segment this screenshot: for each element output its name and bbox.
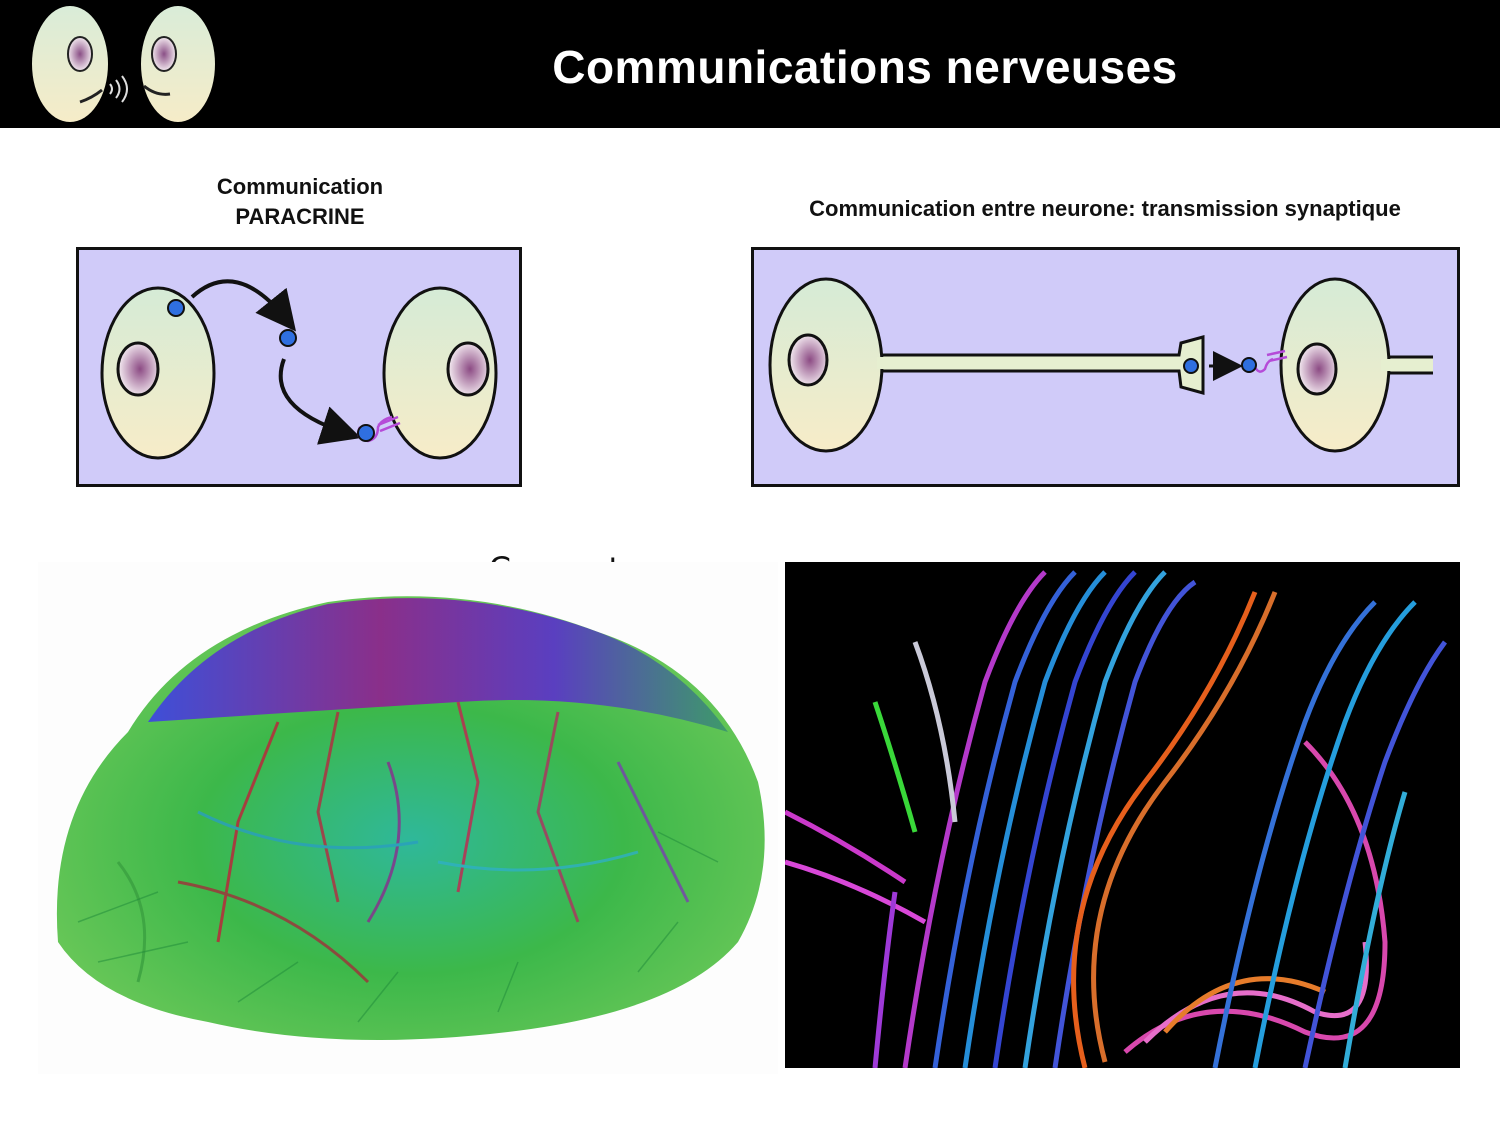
paracrine-title: Communication PARACRINE — [170, 172, 430, 232]
molecule-released — [167, 299, 185, 317]
paracrine-title-line2: PARACRINE — [235, 204, 365, 229]
synaptic-title: Communication entre neurone: transmissio… — [809, 196, 1401, 221]
two-talking-cells-icon — [32, 6, 215, 122]
molecule-diffusing — [279, 329, 297, 347]
target-cell — [382, 286, 498, 460]
presynaptic-neuron — [768, 277, 1205, 453]
header-bar: Communications nerveuses — [0, 0, 1500, 128]
page-title: Communications nerveuses — [552, 41, 1178, 93]
paracrine-title-line1: Communication — [216, 174, 384, 199]
arrow-release — [190, 279, 297, 332]
receptor-icon — [357, 415, 401, 443]
paracrine-diagram — [76, 247, 522, 487]
postsynaptic-neuron — [1279, 277, 1443, 453]
connectome-brain-image — [38, 562, 778, 1074]
receptor-icon — [1241, 349, 1288, 373]
fiber-tract-image — [785, 562, 1460, 1068]
sender-cell — [100, 286, 216, 460]
synaptic-diagram — [751, 247, 1460, 487]
arrow-diffuse — [278, 358, 362, 445]
